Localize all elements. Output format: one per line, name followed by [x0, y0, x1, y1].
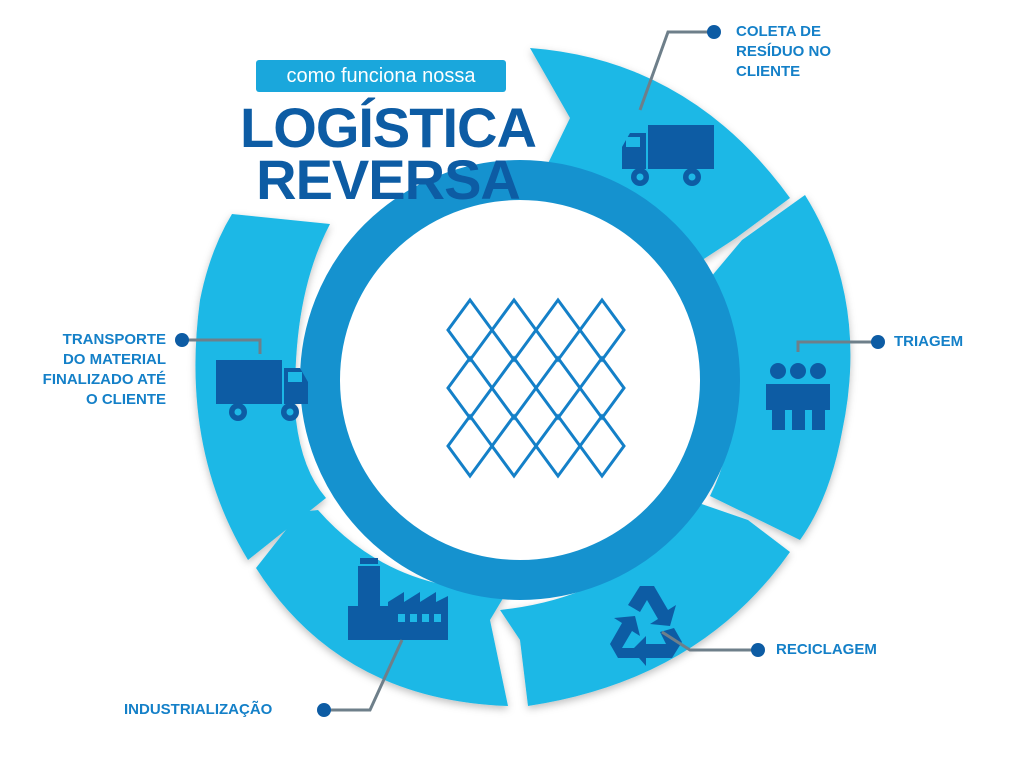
- connector-dots: [175, 25, 885, 717]
- step-label-coleta: COLETA DE RESÍDUO NO CLIENTE: [736, 23, 832, 80]
- connectors: [184, 30, 876, 712]
- step-label-transporte: TRANSPORTE DO MATERIAL FINALIZADO ATÉ O …: [42, 331, 166, 408]
- diamond-mesh-icon: [446, 297, 626, 479]
- connector-industrializacao: [326, 639, 404, 712]
- subtitle-badge: como funciona nossa: [256, 60, 506, 92]
- inner-ring: [300, 160, 740, 600]
- step-label-triagem: TRIAGEM: [894, 333, 964, 350]
- connector-triagem: [796, 340, 876, 352]
- center-disc: [342, 202, 698, 558]
- connector-transporte: [184, 338, 262, 354]
- step-label-industrializacao: INDUSTRIALIZAÇÃO: [124, 701, 273, 718]
- truck-icon: [622, 125, 714, 186]
- factory-icon: [348, 558, 448, 640]
- truck-icon: [216, 360, 308, 421]
- page-title-line1: LOGÍSTICA: [240, 96, 537, 159]
- connector-reciclagem: [661, 630, 758, 652]
- page-title-line2: REVERSA: [256, 148, 521, 211]
- connector-coleta: [638, 30, 712, 111]
- people-icon: [766, 363, 830, 430]
- step-label-reciclagem: RECICLAGEM: [776, 641, 877, 658]
